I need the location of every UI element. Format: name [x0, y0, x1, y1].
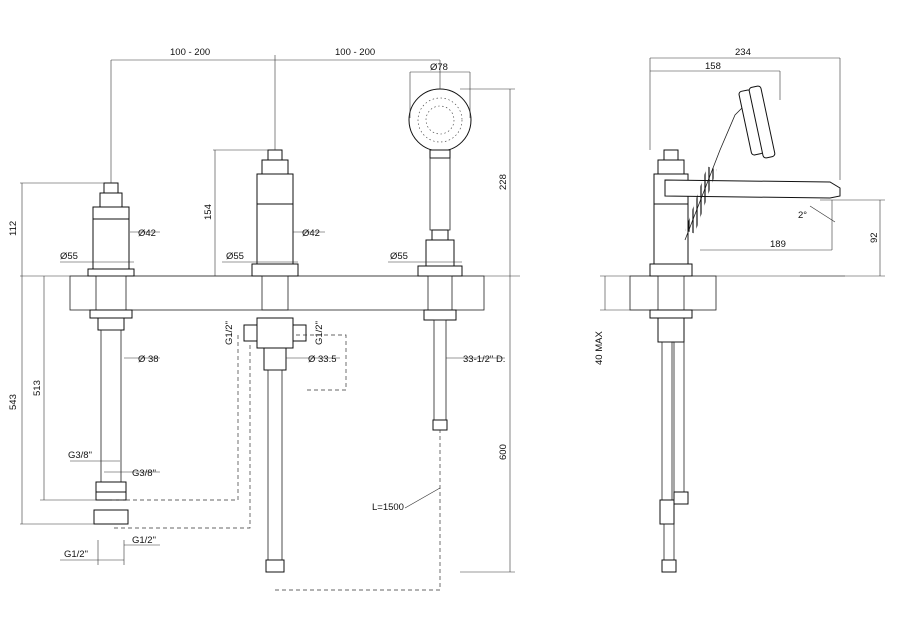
dashed-hose-path [112, 334, 441, 591]
dimension-lines-side [600, 57, 885, 311]
label-body-diameter-left: Ø42 [138, 228, 156, 239]
dimension-lines-front [20, 55, 515, 573]
label-g38-left: G3/8" [68, 450, 92, 461]
label-spout-reach: 158 [705, 61, 721, 72]
label-angle: 2° [798, 210, 807, 221]
label-total-width: 234 [735, 47, 751, 58]
label-height-228: 228 [498, 174, 509, 190]
label-spacing-left: 100 - 200 [170, 47, 210, 58]
label-deck-max: 40 MAX [594, 331, 605, 365]
label-pipe-33: Ø 33.5 [308, 354, 337, 365]
label-spout-length: 189 [770, 239, 786, 250]
label-hose-length: L=1500 [372, 502, 404, 513]
hand-shower [408, 88, 472, 431]
label-spacing-right: 100 - 200 [335, 47, 375, 58]
label-hose-513: 513 [32, 380, 43, 396]
label-hose-543: 543 [8, 394, 19, 410]
label-body-diameter-mid: Ø42 [302, 228, 320, 239]
label-hose-thread: 33-1/2" D. [463, 354, 505, 365]
label-base-diameter-left: Ø55 [60, 251, 78, 262]
label-pipe-38: Ø 38 [138, 354, 159, 365]
label-base-diameter-mid: Ø55 [226, 251, 244, 262]
label-head-diameter: Ø78 [430, 62, 448, 73]
left-valve [87, 182, 135, 525]
side-view [600, 85, 845, 573]
label-base-diameter-right: Ø55 [390, 251, 408, 262]
label-g12-left: G1/2" [224, 321, 235, 345]
middle-valve [243, 149, 307, 573]
label-g12-bottom-left: G1/2" [64, 549, 88, 560]
label-height-112: 112 [8, 221, 19, 236]
label-height-154: 154 [203, 204, 214, 220]
label-g12-bottom-right: G1/2" [132, 535, 156, 546]
label-g38-right: G3/8" [132, 468, 156, 479]
label-g12-right: G1/2" [314, 321, 325, 345]
deck-slab [20, 275, 520, 311]
label-spout-height: 92 [869, 232, 880, 243]
label-length-600: 600 [498, 444, 509, 460]
